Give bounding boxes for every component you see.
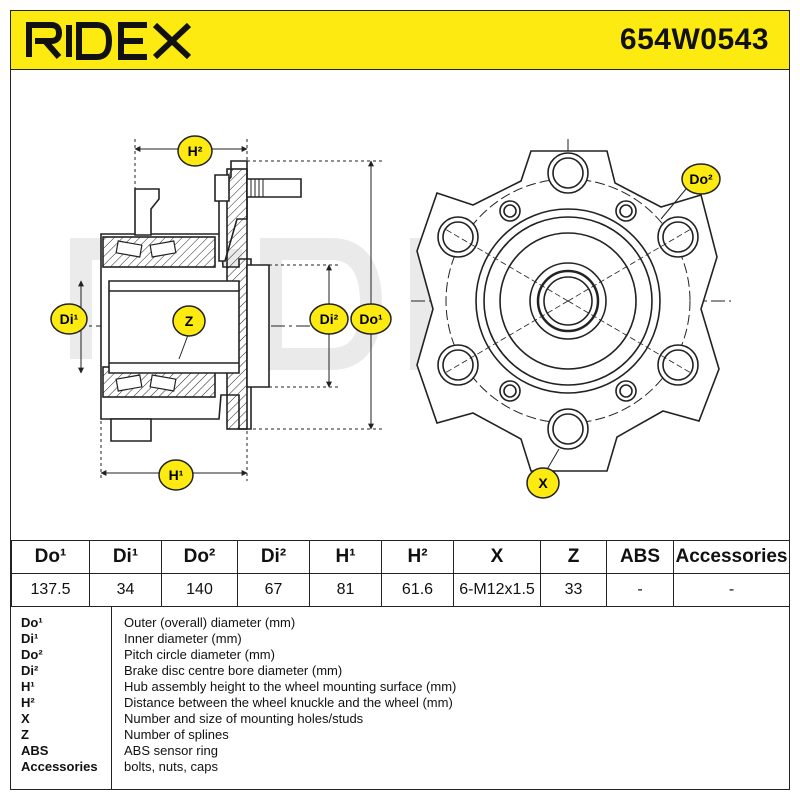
- legend-row: Do² Pitch circle diameter (mm): [11, 647, 789, 663]
- svg-text:H²: H²: [188, 143, 203, 159]
- technical-drawing: H² H¹ Di¹ Z Di² Do¹: [50, 135, 731, 499]
- legend-key: Accessories: [21, 759, 98, 774]
- legend-key: Do²: [21, 647, 43, 662]
- spec-value: 34: [89, 573, 162, 607]
- spec-value: -: [673, 573, 790, 607]
- spec-value-row: 137.5 34 140 67 81 61.6 6-M12x1.5 33 - -: [11, 573, 790, 607]
- legend-row: X Number and size of mounting holes/stud…: [11, 711, 789, 727]
- legend-desc: Number and size of mounting holes/studs: [124, 711, 364, 726]
- spec-value: 61.6: [381, 573, 454, 607]
- spec-header: Z: [540, 540, 607, 574]
- legend-key: Di¹: [21, 631, 39, 646]
- part-number: 654W0543: [619, 23, 769, 56]
- legend-key: Do¹: [21, 615, 43, 630]
- svg-text:Z: Z: [185, 313, 194, 329]
- legend-desc: bolts, nuts, caps: [124, 759, 218, 774]
- legend-desc: Number of splines: [124, 727, 229, 742]
- product-sheet: 654W0543: [10, 10, 790, 790]
- spec-value: 81: [309, 573, 382, 607]
- legend-divider: [111, 607, 112, 790]
- label-x-badge: X: [526, 467, 560, 499]
- spec-header-row: Do¹ Di¹ Do² Di² H¹ H² X Z ABS Accessorie…: [11, 540, 790, 574]
- svg-text:X: X: [538, 475, 548, 491]
- label-di1-badge: Di¹: [50, 303, 88, 335]
- spec-value: 33: [540, 573, 607, 607]
- side-view: [71, 160, 311, 442]
- spec-value: -: [606, 573, 674, 607]
- spec-table: Do¹ Di¹ Do² Di² H¹ H² X Z ABS Accessorie…: [11, 540, 790, 607]
- legend-desc: Hub assembly height to the wheel mountin…: [124, 679, 457, 694]
- spec-header: Do²: [161, 540, 238, 574]
- spec-header: Do¹: [11, 540, 90, 574]
- header-bar: 654W0543: [11, 11, 789, 70]
- legend-row: Accessories bolts, nuts, caps: [11, 759, 789, 775]
- spec-value: 140: [161, 573, 238, 607]
- legend-desc: Inner diameter (mm): [124, 631, 242, 646]
- label-h1-badge: H¹: [158, 459, 194, 491]
- spec-header: H²: [381, 540, 454, 574]
- legend-row: ABS ABS sensor ring: [11, 743, 789, 759]
- spec-header: ABS: [606, 540, 674, 574]
- legend-key: Di²: [21, 663, 39, 678]
- legend-key: Z: [21, 727, 29, 742]
- legend-row: Di¹ Inner diameter (mm): [11, 631, 789, 647]
- label-di2-badge: Di²: [309, 303, 349, 335]
- legend-key: H¹: [21, 679, 35, 694]
- legend-key: X: [21, 711, 30, 726]
- spec-value: 6-M12x1.5: [453, 573, 541, 607]
- legend-desc: Pitch circle diameter (mm): [124, 647, 275, 662]
- legend-key: ABS: [21, 743, 49, 758]
- svg-text:H¹: H¹: [169, 467, 184, 483]
- ridex-logo: [26, 22, 192, 60]
- label-do2-badge: Do²: [681, 163, 721, 195]
- spec-header: H¹: [309, 540, 382, 574]
- spec-header: Di²: [237, 540, 310, 574]
- legend-row: H¹ Hub assembly height to the wheel moun…: [11, 679, 789, 695]
- legend-key: H²: [21, 695, 35, 710]
- legend-desc: Brake disc centre bore diameter (mm): [124, 663, 343, 678]
- legend-desc: Distance between the wheel knuckle and t…: [124, 695, 453, 710]
- spec-header: X: [453, 540, 541, 574]
- legend-row: Do¹ Outer (overall) diameter (mm): [11, 615, 789, 631]
- svg-text:Di¹: Di¹: [60, 311, 79, 327]
- legend-row: H² Distance between the wheel knuckle an…: [11, 695, 789, 711]
- legend-row: Z Number of splines: [11, 727, 789, 743]
- front-view: [411, 139, 731, 474]
- legend: Do¹ Outer (overall) diameter (mm) Di¹ In…: [11, 607, 789, 790]
- legend-desc: Outer (overall) diameter (mm): [124, 615, 296, 630]
- spec-header: Di¹: [89, 540, 162, 574]
- svg-text:Do²: Do²: [689, 171, 713, 187]
- legend-desc: ABS sensor ring: [124, 743, 218, 758]
- svg-text:Do¹: Do¹: [359, 311, 383, 327]
- svg-text:Di²: Di²: [320, 311, 339, 327]
- label-h2-badge: H²: [177, 135, 213, 167]
- legend-row: Di² Brake disc centre bore diameter (mm): [11, 663, 789, 679]
- label-z-badge: Z: [172, 305, 206, 337]
- spec-header: Accessories: [673, 540, 790, 574]
- spec-value: 137.5: [11, 573, 90, 607]
- spec-value: 67: [237, 573, 310, 607]
- label-do1-badge: Do¹: [350, 303, 392, 335]
- dimension-badges: H² H¹ Di¹ Z Di² Do¹: [50, 135, 721, 499]
